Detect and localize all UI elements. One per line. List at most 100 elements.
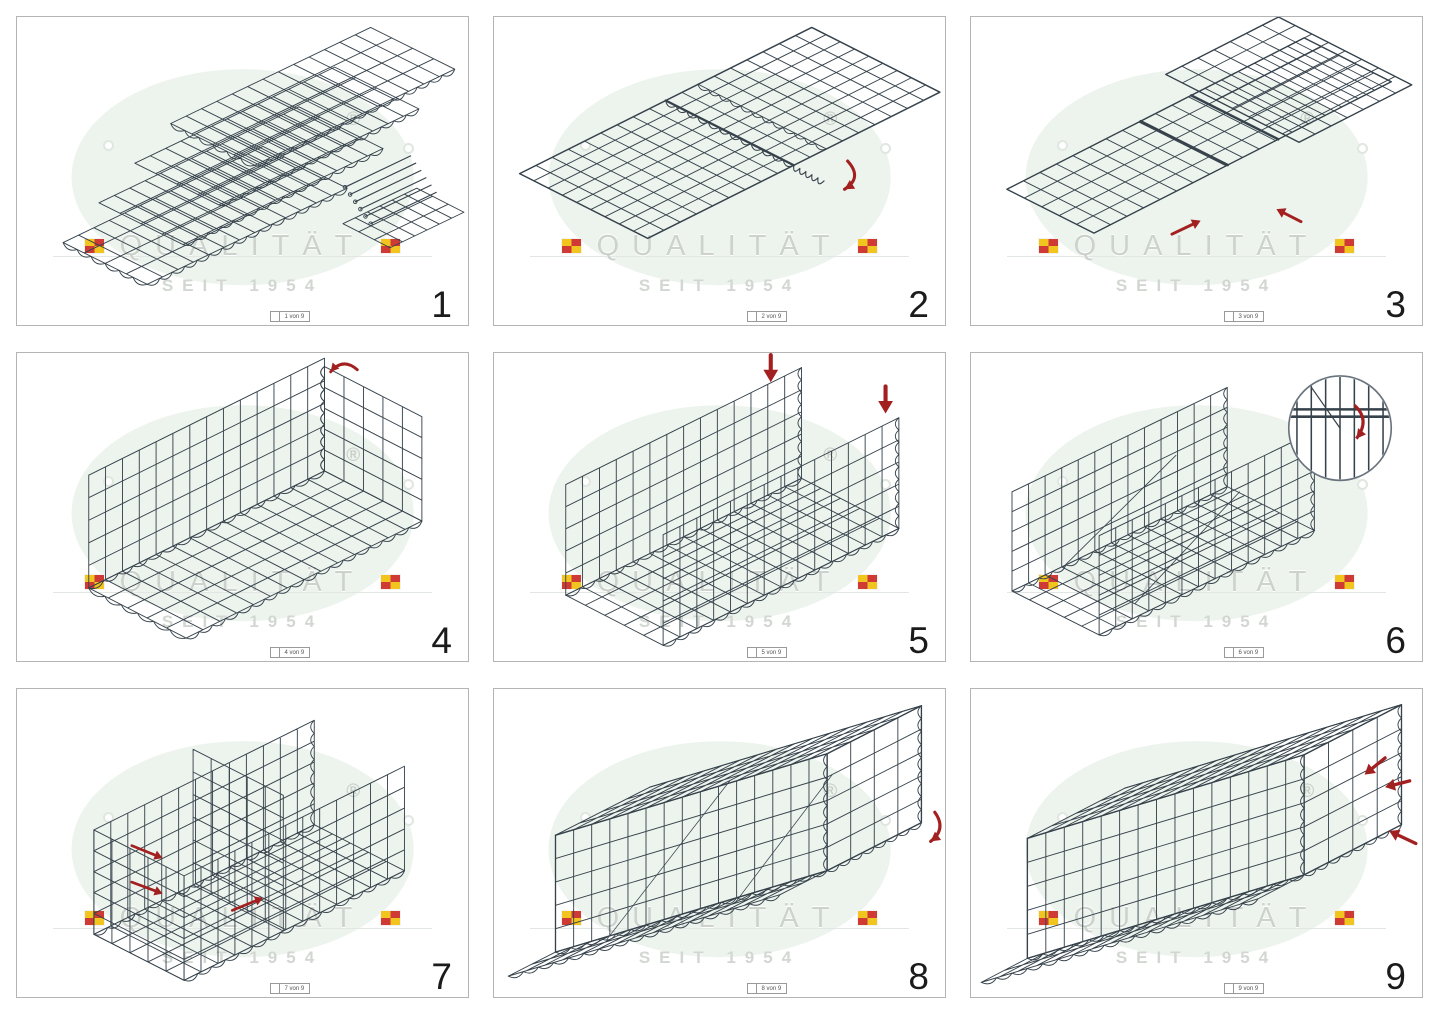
watermark-rule [53, 927, 432, 929]
quality-watermark: ® QUALITÄT SEIT 1954 [494, 353, 945, 661]
stamp-page-label: 3 von 9 [1238, 314, 1259, 320]
watermark-subtitle-row: SEIT 1954 [971, 276, 1422, 296]
title-block-stamp: 4 von 9 [269, 647, 311, 658]
stamp-cell [271, 312, 280, 321]
quality-watermark: ® QUALITÄT SEIT 1954 [17, 17, 468, 325]
watermark-brand-text: QUALITÄT [596, 229, 843, 262]
step-number: 9 [1385, 956, 1406, 997]
step-panel: ® QUALITÄT SEIT 1954 7 7 von 9 [16, 688, 469, 998]
rivet-icon [102, 140, 114, 152]
step-panel: ® QUALITÄT SEIT 1954 9 9 von 9 [970, 688, 1423, 998]
watermark-rule [1007, 927, 1386, 929]
rivet-icon [402, 143, 414, 155]
german-flag-icon [858, 575, 878, 590]
german-flag-icon [84, 575, 104, 590]
stamp-cell [748, 312, 757, 321]
watermark-subtitle-row: SEIT 1954 [494, 276, 945, 296]
assembly-drawing [980, 703, 1418, 985]
step-panel: ® QUALITÄT SEIT 1954 8 8 von 9 [493, 688, 946, 998]
stamp-page-label: 2 von 9 [761, 314, 782, 320]
rivet-icon [1356, 143, 1368, 155]
german-flag-icon [1038, 239, 1058, 254]
title-block-stamp: 9 von 9 [1223, 983, 1265, 994]
rivet-icon [879, 815, 891, 827]
watermark-title-row: QUALITÄT [494, 230, 945, 263]
stamp-cell [1225, 648, 1234, 657]
step-number: 4 [431, 620, 452, 661]
title-block-stamp: 8 von 9 [746, 983, 788, 994]
watermark-title-row: QUALITÄT [17, 566, 468, 599]
watermark-rule [530, 591, 909, 593]
watermark-ellipse [548, 741, 891, 957]
title-block-stamp: 1 von 9 [269, 311, 311, 322]
german-flag-icon [381, 575, 401, 590]
watermark-title-row: QUALITÄT [971, 230, 1422, 263]
assembly-drawing [62, 26, 465, 286]
watermark-brand-text: QUALITÄT [119, 565, 366, 598]
rivet-icon [102, 812, 114, 824]
stamp-page-label: 1 von 9 [284, 314, 305, 320]
german-flag-icon [561, 911, 581, 926]
assembly-drawing [93, 719, 405, 982]
rivet-icon [879, 479, 891, 491]
watermark-since-text: SEIT 1954 [638, 275, 801, 295]
watermark-brand-text: QUALITÄT [1073, 229, 1320, 262]
german-flag-icon [858, 239, 878, 254]
stamp-cell [1225, 312, 1234, 321]
watermark-rule [1007, 255, 1386, 257]
quality-watermark: ® QUALITÄT SEIT 1954 [494, 689, 945, 997]
watermark-subtitle-row: SEIT 1954 [971, 948, 1422, 968]
rivet-icon [1056, 476, 1068, 488]
stamp-page-label: 7 von 9 [284, 986, 305, 992]
step-panel: ® QUALITÄT SEIT 1954 5 5 von 9 [493, 352, 946, 662]
step-number: 3 [1385, 284, 1406, 325]
assembly-drawing [507, 705, 942, 979]
stamp-cell [271, 648, 280, 657]
stamp-page-label: 6 von 9 [1238, 650, 1259, 656]
watermark-since-text: SEIT 1954 [1115, 947, 1278, 967]
quality-watermark: ® QUALITÄT SEIT 1954 [17, 353, 468, 661]
stamp-page-label: 9 von 9 [1238, 986, 1259, 992]
rivet-icon [402, 479, 414, 491]
watermark-ellipse [71, 405, 414, 621]
step-number: 7 [431, 956, 452, 997]
german-flag-icon [561, 575, 581, 590]
rivet-icon [1356, 479, 1368, 491]
step-panel: ® QUALITÄT SEIT 1954 4 4 von 9 [16, 352, 469, 662]
step-number: 2 [908, 284, 929, 325]
watermark-since-text: SEIT 1954 [1115, 275, 1278, 295]
step-number: 6 [1385, 620, 1406, 661]
assembly-drawing [1011, 375, 1393, 637]
registered-trademark-icon: ® [823, 109, 838, 131]
assembly-drawing [88, 357, 423, 640]
watermark-rule [530, 927, 909, 929]
stamp-cell [1225, 984, 1234, 993]
watermark-since-text: SEIT 1954 [161, 611, 324, 631]
rivet-icon [879, 143, 891, 155]
watermark-rule [1007, 591, 1386, 593]
german-flag-icon [1335, 911, 1355, 926]
watermark-rule [53, 591, 432, 593]
watermark-title-row: QUALITÄT [17, 230, 468, 263]
step-panel: ® QUALITÄT SEIT 1954 1 1 von 9 [16, 16, 469, 326]
step-panel: ® QUALITÄT SEIT 1954 6 6 von 9 [970, 352, 1423, 662]
title-block-stamp: 6 von 9 [1223, 647, 1265, 658]
watermark-brand-text: QUALITÄT [1073, 901, 1320, 934]
assembly-drawing [518, 26, 941, 240]
stamp-page-label: 8 von 9 [761, 986, 782, 992]
watermark-rule [53, 255, 432, 257]
german-flag-icon [381, 911, 401, 926]
title-block-stamp: 3 von 9 [1223, 311, 1265, 322]
german-flag-icon [381, 239, 401, 254]
german-flag-icon [1335, 575, 1355, 590]
step-number: 1 [431, 284, 452, 325]
watermark-ellipse [548, 405, 891, 621]
watermark-rule [530, 255, 909, 257]
title-block-stamp: 2 von 9 [746, 311, 788, 322]
step-number: 5 [908, 620, 929, 661]
watermark-title-row: QUALITÄT [971, 902, 1422, 935]
assembly-drawing [565, 353, 900, 647]
title-block-stamp: 5 von 9 [746, 647, 788, 658]
registered-trademark-icon: ® [346, 445, 361, 467]
